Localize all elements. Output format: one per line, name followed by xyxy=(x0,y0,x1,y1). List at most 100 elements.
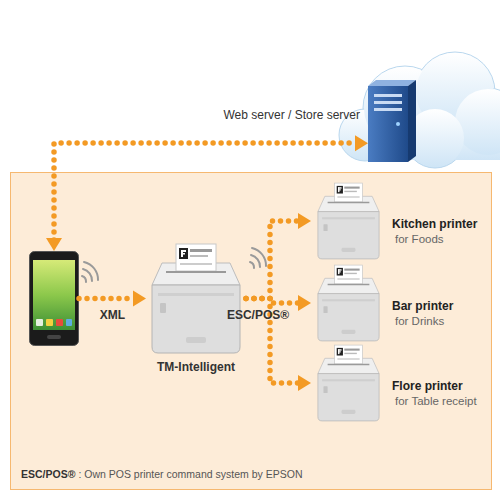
illustration-detail xyxy=(56,319,63,326)
edge-label: XML xyxy=(100,308,125,322)
illustration-detail xyxy=(179,248,188,259)
arrow-head xyxy=(355,135,368,151)
node-title: Web server / Store server xyxy=(224,108,361,122)
arrow-head xyxy=(133,291,146,307)
server-illustration xyxy=(368,80,416,162)
floor-printer: Flore printerfor Table receipt xyxy=(311,343,386,423)
illustration-detail xyxy=(318,374,379,421)
illustration-detail xyxy=(181,253,185,255)
illustration-detail xyxy=(318,294,379,341)
illustration-detail xyxy=(337,186,343,194)
tablet-node xyxy=(29,251,79,346)
arrow-head xyxy=(298,375,311,391)
illustration-detail xyxy=(344,273,357,274)
node-subtitle: for Table receipt xyxy=(395,395,477,407)
illustration-detail xyxy=(323,306,327,313)
printer-illustration xyxy=(311,343,386,423)
illustration-detail xyxy=(344,349,359,351)
edge-label: ESC/POS® xyxy=(227,308,289,322)
illustration-detail xyxy=(66,319,72,326)
illustration-detail xyxy=(335,265,363,284)
illustration-detail xyxy=(323,386,327,393)
illustration-detail xyxy=(318,212,379,259)
bar-printer: Bar printerfor Drinks xyxy=(311,263,386,343)
illustration-detail xyxy=(408,80,416,162)
illustration-detail xyxy=(335,183,363,202)
illustration-detail xyxy=(337,278,359,279)
node-title: Bar printer xyxy=(392,299,453,313)
illustration-detail xyxy=(47,335,61,339)
dotted-line xyxy=(246,221,300,299)
node-title: Flore printer xyxy=(392,379,463,393)
illustration-detail xyxy=(374,108,402,111)
printer-illustration xyxy=(311,263,386,343)
illustration-detail xyxy=(176,244,216,271)
illustration-detail xyxy=(36,319,43,326)
store-band: ESC/POS®: Own POS printer command system… xyxy=(10,172,492,490)
cloud-fill xyxy=(364,53,500,167)
intelligent-printer: TM-Intelligent xyxy=(146,241,246,356)
dotted-connector xyxy=(79,291,146,307)
illustration-detail xyxy=(337,196,359,197)
illustration-detail xyxy=(166,271,226,273)
illustration-detail xyxy=(328,284,370,285)
illustration-detail xyxy=(322,299,375,301)
illustration-detail xyxy=(335,345,363,364)
illustration-detail xyxy=(374,101,402,104)
illustration-detail xyxy=(190,255,208,257)
tablet-illustration xyxy=(29,251,79,346)
illustration-detail xyxy=(190,249,212,252)
node-subtitle: for Foods xyxy=(395,233,444,245)
illustration-detail xyxy=(344,191,357,192)
illustration-detail xyxy=(328,364,370,365)
dotted-connector xyxy=(246,213,311,299)
printer-illustration xyxy=(146,241,246,356)
arrow-head xyxy=(298,295,311,311)
illustration-detail xyxy=(344,353,357,354)
illustration-detail xyxy=(160,303,166,313)
illustration-detail xyxy=(342,330,356,334)
footnote: ESC/POS®: Own POS printer command system… xyxy=(21,468,303,480)
illustration-detail xyxy=(323,224,327,231)
node-subtitle: for Drinks xyxy=(395,315,444,327)
arrow-head xyxy=(298,213,311,229)
node-title: Kitchen printer xyxy=(392,217,477,231)
illustration-detail xyxy=(337,348,343,356)
dotted-line xyxy=(246,299,300,304)
illustration-detail xyxy=(30,252,79,346)
illustration-detail xyxy=(328,202,370,203)
illustration-detail xyxy=(158,293,234,296)
illustration-detail xyxy=(46,319,53,326)
kitchen-printer: Kitchen printerfor Foods xyxy=(311,181,386,261)
illustration-detail xyxy=(152,285,240,353)
illustration-detail xyxy=(322,217,375,219)
node-title: TM-Intelligent xyxy=(116,360,276,374)
illustration-detail xyxy=(344,187,359,189)
illustration-detail xyxy=(186,337,206,343)
illustration-detail xyxy=(396,122,400,126)
illustration-detail xyxy=(33,260,75,330)
dotted-line xyxy=(54,143,357,240)
illustration-detail xyxy=(374,94,402,97)
printer-illustration xyxy=(311,181,386,261)
illustration-detail xyxy=(342,248,356,252)
illustration-detail xyxy=(368,86,408,162)
illustration-detail xyxy=(338,351,341,352)
illustration-detail xyxy=(342,410,356,414)
illustration-detail xyxy=(338,271,341,272)
illustration-detail xyxy=(344,269,359,271)
illustration-detail xyxy=(368,80,416,86)
cloud-shape xyxy=(339,52,500,168)
footnote-term: ESC/POS® xyxy=(21,468,75,480)
illustration-detail xyxy=(338,189,341,190)
server-node: Web server / Store server xyxy=(368,80,416,162)
illustration-detail xyxy=(322,379,375,381)
dotted-line xyxy=(79,296,135,302)
illustration-detail xyxy=(337,358,359,359)
illustration-detail xyxy=(180,263,212,265)
illustration-detail xyxy=(337,268,343,276)
arrow-head xyxy=(46,238,62,251)
